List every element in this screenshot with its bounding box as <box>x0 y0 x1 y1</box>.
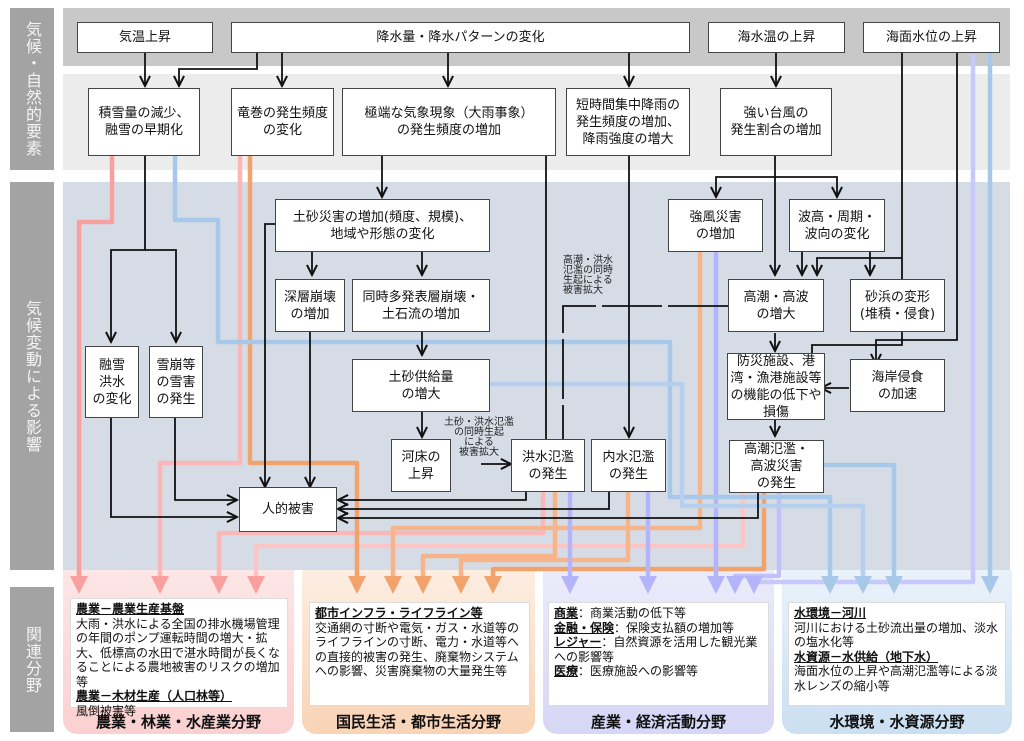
box-flood: 洪水氾濫 の発生 <box>511 439 585 492</box>
arrow <box>775 176 837 197</box>
box-typhoon: 強い台風の 発生割合の増加 <box>720 88 832 156</box>
box-snowmelt-flood: 融雪 洪水 の変化 <box>85 346 139 418</box>
orange-line <box>384 248 703 594</box>
line <box>145 249 176 342</box>
sector-agriculture-title: 農業・林業・水産業分野 <box>95 713 261 731</box>
sector-text: 交通網の寸断や電気・ガス・水道等のライフラインの寸断、電力・水道等への直接的被害… <box>315 620 520 679</box>
blue-line <box>490 381 872 594</box>
box-deep-collapse: 深層崩壊 の増加 <box>275 279 345 332</box>
sector-heading: レジャー <box>554 635 602 649</box>
sector-industry-title: 産業・経済活動分野 <box>590 713 726 731</box>
pink-line <box>210 490 546 594</box>
box-avalanche: 雪崩等 の雪害 の発生 <box>149 346 203 418</box>
sector-heading: 農業－木材生産（人口林等） <box>76 689 233 703</box>
box-facility-decline: 防災施設、港 湾・漁港施設等 の機能の低下や 損傷 <box>727 353 825 420</box>
sector-heading: 都市インフラ・ライフライン等 <box>315 606 483 620</box>
box-beach-deform: 砂浜の変形 (堆積・侵食) <box>850 279 945 332</box>
sector-text: ：医療施設への影響等 <box>578 664 699 678</box>
box-wind-damage: 強風災害 の増加 <box>668 199 763 252</box>
sector-text: ：保険支払額の増加等 <box>614 620 735 635</box>
sector-text: ：自然資源を活用した観光業への影響等 <box>554 635 758 664</box>
arrow <box>265 223 275 487</box>
sector-heading: 水環境－河川 <box>794 606 867 620</box>
box-coastal-erosion: 海岸侵食 の加速 <box>850 359 945 412</box>
pink-line <box>70 155 115 594</box>
side-label-sectors: 関連分野 <box>10 587 54 732</box>
side-label-natural: 気候・自然的要素 <box>10 8 54 170</box>
sector-water-text: 水環境－河川 河川における土砂流出量の増加、淡水の塩水化等 水資源－水供給（地下… <box>788 602 1006 706</box>
box-precip-change: 降水量・降水パターンの変化 <box>231 22 690 53</box>
sector-heading: 商業 <box>554 606 579 620</box>
box-storm-surge: 高潮・高波 の増大 <box>728 279 824 332</box>
box-sediment-supply: 土砂供給量 の増大 <box>352 359 490 412</box>
arrow <box>716 155 776 197</box>
box-short-rain: 短時間集中降雨の 発生頻度の増加、 降雨強度の増大 <box>566 88 690 156</box>
line <box>876 52 958 364</box>
sector-heading: 農業－農業生産基盤 <box>76 602 185 616</box>
blue-line <box>820 462 903 594</box>
box-extreme-weather: 極端な気象現象（大雨事象） の発生頻度の増加 <box>342 88 556 156</box>
arrow <box>338 490 527 500</box>
sector-entry: 医療：医療施設への影響等 <box>554 664 763 679</box>
arrow <box>111 155 146 342</box>
sector-entry: 金融・保険：保険支払額の増加等 <box>554 621 763 636</box>
sector-text: 大雨・洪水による全国の排水機場管理の年間のポンプ運転時間の増大・拡大、低標高の水… <box>76 616 281 689</box>
box-surface-collapse: 同時多発表層崩壊・ 土石流の増加 <box>352 279 490 332</box>
box-wave-change: 波高・周期・ 波向の変化 <box>789 199 885 252</box>
sector-text: 海面水位の上昇や高潮氾濫等による淡水レンズの縮小等 <box>794 664 998 693</box>
sector-water-title: 水環境・水資源分野 <box>829 713 965 731</box>
pink-line <box>151 155 243 594</box>
sector-entry: レジャー：自然資源を活用した観光業への影響等 <box>554 635 763 664</box>
box-human-damage: 人的被害 <box>239 487 337 532</box>
box-sea-level-rise: 海面水位の上昇 <box>863 22 1000 53</box>
sector-industry-text: 商業：商業活動の低下等 金融・保険：保険支払額の増加等 レジャー：自然資源を活用… <box>548 602 769 706</box>
sector-urban-text: 都市インフラ・ライフライン等 交通網の寸断や電気・ガス・水道等のライフラインの寸… <box>309 602 530 706</box>
note-sediment-flood-combo: 土砂・洪水氾濫 の同時生起 による 被害拡大 <box>444 417 514 458</box>
arrow <box>338 490 610 509</box>
orange-line <box>247 155 366 594</box>
box-snow-decrease: 積雪量の減少、 融雪の早期化 <box>88 88 200 156</box>
side-label-impacts: 気候変動による影響 <box>10 182 54 570</box>
box-temp-rise: 気温上昇 <box>77 22 213 53</box>
box-riverbed-rise: 河床の 上昇 <box>391 439 451 492</box>
dashed-line <box>563 305 728 465</box>
orange-line <box>414 490 558 594</box>
blue-line <box>172 155 839 594</box>
arrow <box>338 490 759 518</box>
sector-heading: 金融・保険 <box>554 620 615 635</box>
sector-heading: 水資源－水供給（地下水） <box>794 649 939 664</box>
arrow <box>174 418 237 500</box>
orange-line <box>484 490 767 594</box>
arrow <box>817 257 902 275</box>
arrow <box>110 418 237 517</box>
box-inland-flood: 内水氾濫 の発生 <box>591 439 666 492</box>
box-sea-temp-rise: 海水温の上昇 <box>708 22 845 53</box>
sector-agriculture-text: 農業－農業生産基盤 大雨・洪水による全国の排水機場管理の年間のポンプ運転時間の増… <box>70 598 288 718</box>
sector-text: 風倒被害等 <box>76 703 137 718</box>
sector-urban-title: 国民生活・都市生活分野 <box>335 713 501 731</box>
note-surge-flood-combo: 高潮・洪水 氾濫の同時 生起による 被害拡大 <box>563 255 613 296</box>
box-sediment-disaster: 土砂災害の増加(頻度、規模)、 地域や形態の変化 <box>275 199 490 252</box>
sector-heading: 医療 <box>554 664 579 678</box>
orange-line <box>452 490 631 594</box>
arrow <box>179 52 258 86</box>
box-tornado: 竜巻の発生頻度 の変化 <box>231 88 334 156</box>
sector-text: 河川における土砂流出量の増加、淡水の塩水化等 <box>794 620 999 650</box>
sector-text: ：商業活動の低下等 <box>578 606 687 620</box>
sector-entry: 商業：商業活動の低下等 <box>554 606 763 621</box>
box-surge-flood: 高潮氾濫・ 高波災害 の発生 <box>729 440 824 493</box>
